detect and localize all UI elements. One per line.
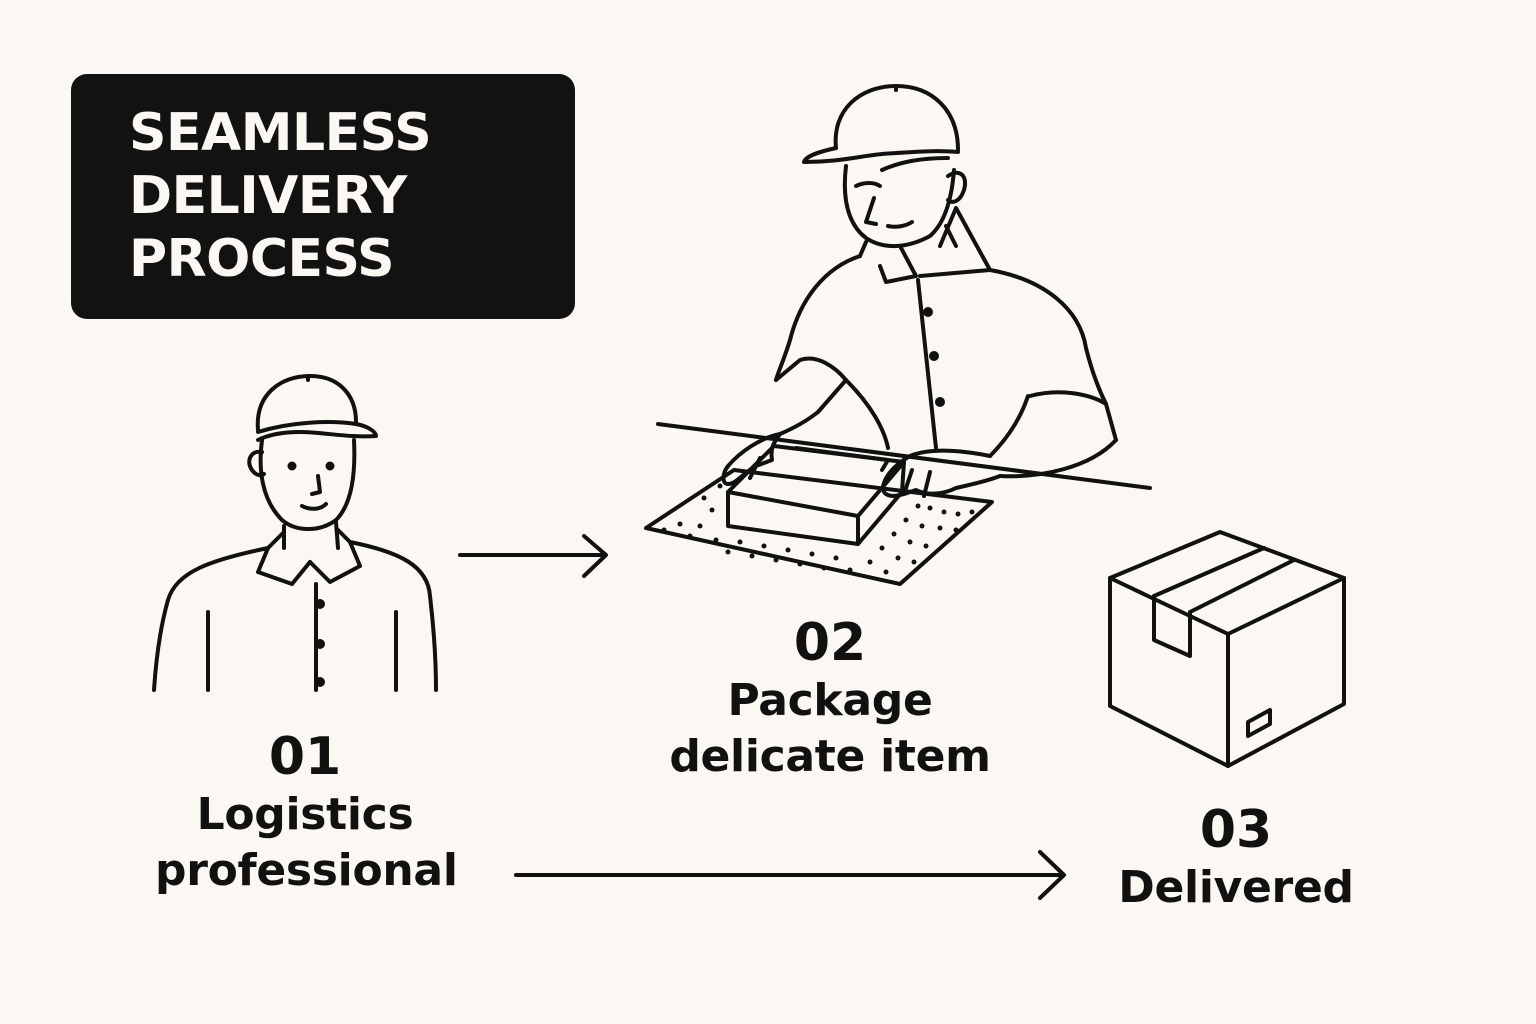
step-1-number: 01 [268, 727, 342, 787]
step-1-text-line-2: professional [155, 845, 458, 896]
step-2-text-line-2: delicate item [669, 731, 991, 782]
arrow-step1-to-step2 [460, 536, 606, 576]
step-3-text-line-1: Delivered [1118, 862, 1354, 913]
arrow-step1-to-step3 [516, 852, 1064, 898]
logistics-worker-icon [154, 376, 436, 690]
title-line-3: PROCESS [129, 229, 395, 289]
step-2-label: 02 Package delicate item [660, 613, 1000, 785]
step-2-number: 02 [793, 613, 867, 673]
step-3-label: 03 Delivered [1096, 800, 1376, 916]
step-3-number: 03 [1199, 800, 1273, 860]
step-2-text-line-1: Package [727, 675, 933, 726]
cardboard-box-icon [1110, 532, 1344, 766]
title-line-2: DELIVERY [129, 166, 407, 226]
step-1-text-line-1: Logistics [196, 789, 414, 840]
step-1-label: 01 Logistics professional [155, 727, 458, 899]
title-line-1: SEAMLESS [129, 103, 432, 163]
title-banner: SEAMLESS DELIVERY PROCESS [71, 74, 575, 319]
packing-worker-icon [646, 86, 1150, 584]
